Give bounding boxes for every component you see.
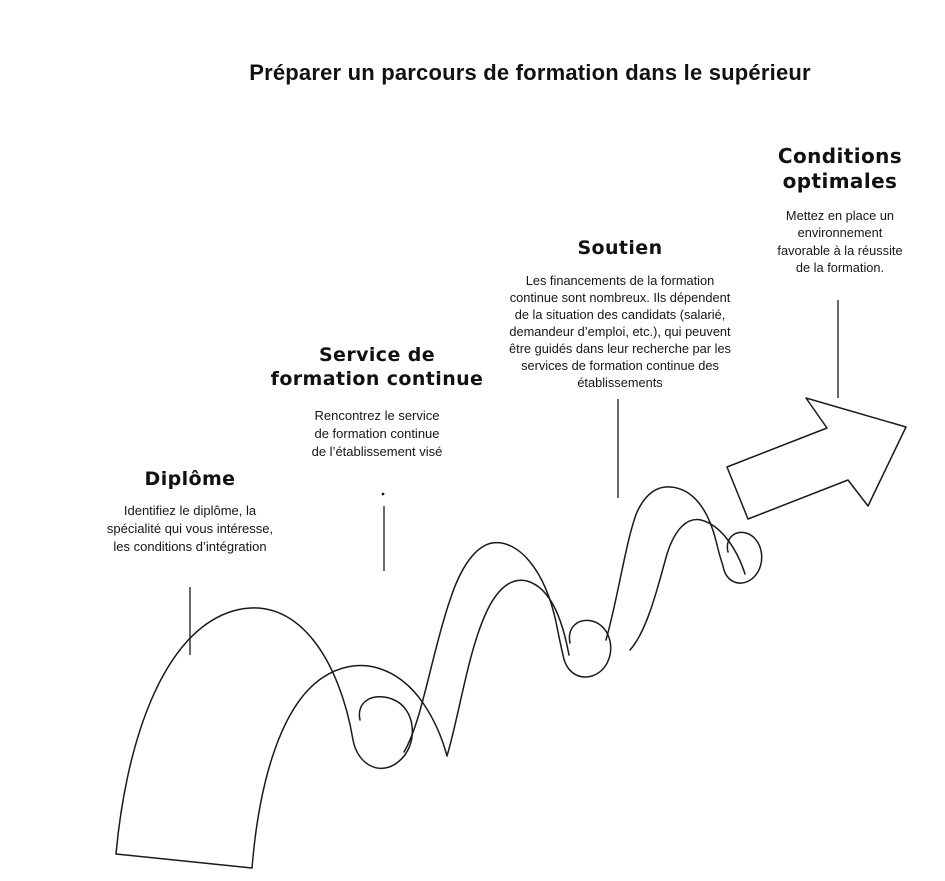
step-soutien: Soutien Les financements de la formation… [488,237,752,391]
step-service-body: Rencontrez le service de formation conti… [311,407,443,459]
step-conditions-optimales: Conditions optimales Mettez en place un … [752,144,928,276]
step-conditions-body: Mettez en place un environnement favorab… [777,208,903,275]
diagram-title: Préparer un parcours de formation dans l… [249,60,811,85]
step-diplome-body: Identifiez le diplôme, la spécialité qui… [106,502,274,555]
ribbon-arch3-front [629,518,746,651]
step-soutien-body: Les financements de la formation continu… [509,272,731,390]
arrow-shape [726,397,907,520]
step-diplome: Diplôme Identifiez le diplôme, la spécia… [85,468,295,556]
step-service-formation-continue: Service de formation continue Rencontrez… [262,344,492,461]
step-diplome-heading: Diplôme [144,468,236,490]
ribbon-arch2-back [403,542,612,753]
step-soutien-heading: Soutien [577,237,663,259]
ribbon-base-edge [115,853,253,869]
stray-dot-mark [381,492,385,496]
ribbon-arch3-back [605,486,763,641]
ribbon-arch1-front [251,579,570,869]
step-conditions-heading: Conditions optimales [777,144,903,193]
step-service-heading: Service de formation continue [270,344,484,390]
ribbon-arch1-outer [115,607,413,855]
